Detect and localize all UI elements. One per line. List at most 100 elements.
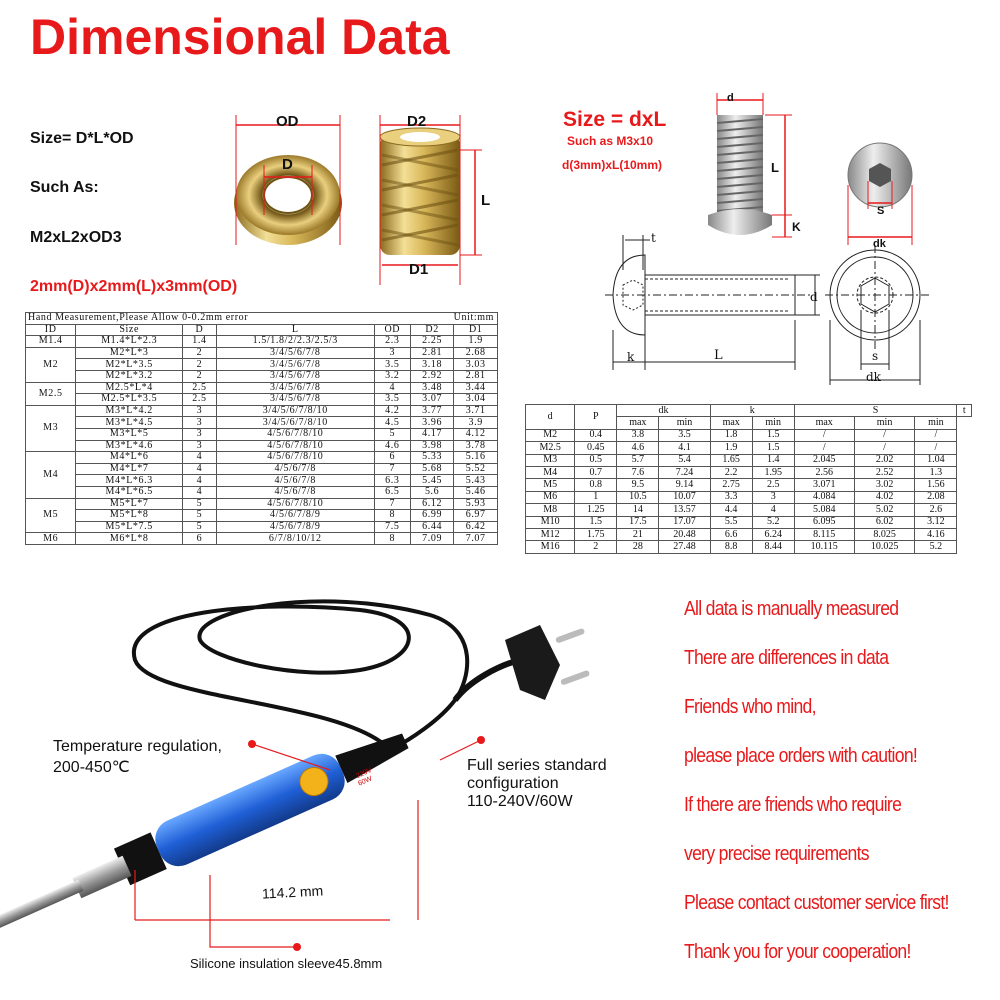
insert-size-formula: Size= D*L*OD — [30, 130, 134, 147]
soldering-iron-illustration — [0, 599, 590, 951]
table-cell: 5.68 — [409, 462, 455, 476]
table-cell: 2 — [182, 358, 217, 371]
table-cell: 3.5 — [373, 358, 411, 371]
tech-dk-label: dk — [866, 370, 881, 384]
l-label: L — [481, 192, 491, 209]
table-cell: 0.7 — [574, 465, 618, 480]
table-cell: 3 — [373, 346, 411, 360]
table-cell: 5 — [182, 509, 217, 522]
table-cell: 27.48 — [658, 540, 711, 554]
insert-table-caption-row: Hand Measurement,Please Allow 0-0.2mm er… — [25, 312, 498, 325]
table-cell: / — [793, 428, 855, 443]
table-cell: 1.5/1.8/2/2.3/2.5/3 — [215, 335, 375, 348]
table-cell: 5.16 — [453, 451, 498, 464]
table-cell: 4.17 — [409, 427, 455, 441]
table-cell: 2.3 — [373, 335, 411, 348]
table-cell: 5.93 — [453, 497, 498, 511]
table-cell: 3.5 — [658, 428, 711, 443]
od-label: OD — [276, 113, 299, 130]
screw-technical-drawing — [605, 235, 930, 385]
table-cell: 6.3 — [373, 474, 411, 487]
table-cell: 3.071 — [793, 478, 855, 492]
table-cell: 8 — [373, 532, 411, 545]
table-cell: 7.07 — [453, 532, 498, 545]
table-cell: 8.44 — [751, 540, 795, 554]
table-cell: 3/4/5/6/7/8 — [215, 393, 375, 406]
insert-table-unit: Unit:mm — [453, 312, 494, 324]
screw-such-as: Such as M3x10 — [567, 134, 654, 148]
table-cell: 13.57 — [658, 503, 711, 517]
table-cell: 3/4/5/6/7/8 — [215, 381, 375, 395]
note-line: please place orders with caution! — [684, 745, 918, 767]
table-cell: 5.7 — [616, 453, 660, 467]
table-cell: 10.025 — [853, 540, 916, 554]
insert-th-6: D1 — [453, 323, 498, 337]
table-cell: M8 — [524, 503, 576, 517]
table-cell: M2*L*3 — [75, 346, 184, 360]
note-line: All data is manually measured — [684, 598, 899, 620]
table-cell: 4.084 — [793, 490, 855, 505]
table-cell: M3*L*4.6 — [75, 439, 184, 453]
table-cell: 1.5 — [574, 515, 618, 529]
note-line: very precise requirements — [684, 843, 870, 865]
table-cell: 4/5/6/7/8 — [215, 474, 375, 487]
screw-subheader-cell: min — [914, 416, 958, 430]
d2-label: D2 — [407, 113, 427, 130]
table-cell: 2.81 — [409, 346, 455, 360]
table-cell: 2.52 — [853, 465, 916, 480]
table-cell: 1.4 — [751, 453, 795, 467]
table-cell: M2*L*3.2 — [75, 369, 184, 383]
screw-subheader-cell: min — [658, 416, 711, 430]
table-cell: 7.6 — [616, 465, 660, 480]
table-cell: 4/5/6/7/8/10 — [215, 497, 375, 511]
table-cell: 4 — [182, 485, 217, 499]
insert-id-cell: M2.5 — [24, 381, 77, 406]
table-cell: 7 — [373, 497, 411, 511]
tech-k-label: k — [627, 350, 635, 364]
table-cell: M2 — [524, 428, 576, 443]
table-cell: 3.03 — [453, 358, 498, 371]
table-cell: 4.6 — [616, 441, 660, 455]
table-cell: / — [914, 428, 958, 443]
table-cell: 5.43 — [453, 474, 498, 487]
table-cell: 3.5 — [373, 393, 411, 406]
table-cell: 8.115 — [793, 527, 855, 542]
table-cell: / — [853, 428, 916, 443]
table-cell: 17.5 — [616, 515, 660, 529]
table-cell: 9.5 — [616, 478, 660, 492]
table-cell: 0.4 — [574, 428, 618, 443]
table-cell: 3.71 — [453, 404, 498, 418]
screw-th-k: k — [709, 403, 795, 418]
table-cell: 3/4/5/6/7/8 — [215, 369, 375, 383]
insert-table-caption: Hand Measurement,Please Allow 0-0.2mm er… — [28, 312, 249, 324]
table-cell: 2.5 — [182, 393, 217, 406]
table-cell: 4/5/6/7/8/10 — [215, 451, 375, 464]
table-cell: 8 — [373, 509, 411, 522]
screw-dk-label: dk — [873, 238, 886, 250]
table-cell: 1.3 — [914, 465, 958, 480]
screw-subheader-cell: min — [751, 416, 795, 430]
table-cell: 6.02 — [853, 515, 916, 529]
temperature-regulation-label: Temperature regulation, — [53, 738, 222, 755]
table-cell: 1.9 — [709, 441, 753, 455]
table-cell: 10.5 — [616, 490, 660, 505]
table-cell: 3/4/5/6/7/8 — [215, 358, 375, 371]
power-plug — [505, 625, 590, 700]
table-cell: M5 — [524, 478, 576, 492]
table-cell: 5.33 — [409, 451, 455, 464]
table-cell: 3.2 — [373, 369, 411, 383]
table-cell: 3.02 — [853, 478, 916, 492]
